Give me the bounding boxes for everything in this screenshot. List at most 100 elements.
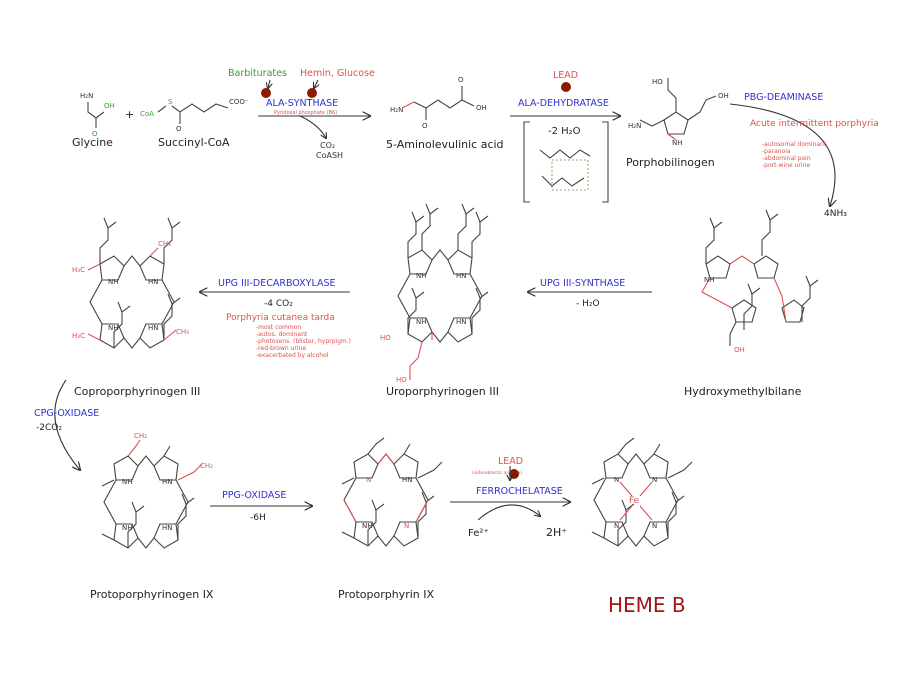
pbg-nh2: H₂N — [628, 122, 641, 130]
dehydration-box: -2 H₂O — [523, 121, 609, 203]
proto-gen-hn-2: HN — [162, 524, 173, 532]
cpg-oxidase-arrow — [54, 379, 80, 470]
coa-label: CoA — [140, 110, 154, 118]
hydroxymethylbilane-label: Hydroxymethylbilane — [684, 385, 802, 398]
water-byproduct: - H₂O — [576, 299, 600, 309]
uro-hn-1: HN — [456, 272, 467, 280]
succinyl-o: O — [176, 125, 182, 133]
ala-o2: O — [458, 76, 464, 84]
copro-nh-2: NH — [108, 324, 119, 332]
pct-point: -red-brown urine — [256, 345, 306, 352]
uro-nh-1: NH — [416, 272, 427, 280]
hmb-oh: OH — [734, 346, 745, 354]
co2-byproduct: CO₂ — [320, 141, 335, 150]
hydrogen-loss-label: -6H — [250, 513, 266, 523]
protons: 2H⁺ — [546, 526, 567, 539]
uro-ho-red: HO — [380, 334, 391, 342]
heme-b-structure: N N N N Fe — [591, 437, 693, 547]
glycine-o: O — [92, 130, 98, 138]
lead-label-2: LEAD — [498, 456, 523, 467]
pbg-deaminase-label: PBG-DEAMINASE — [744, 92, 823, 103]
heme-n-1: N — [614, 476, 619, 484]
aip-point: -port-wine urine — [762, 162, 810, 169]
pct-point: -most common — [256, 324, 301, 331]
copro-ch3-2: CH₃ — [176, 328, 189, 336]
glycine-oh: OH — [104, 102, 115, 110]
inhibitor-disc — [307, 88, 317, 98]
ammonia-byproduct: 4NH₃ — [824, 209, 847, 219]
copro-hn-1: HN — [148, 278, 159, 286]
proto-gen-nh-1: NH — [122, 478, 133, 486]
coash-byproduct: CoASH — [316, 151, 343, 160]
pbg-nh: NH — [672, 139, 683, 147]
glycine-label: Glycine — [72, 136, 113, 149]
proto-gen-hn-1: HN — [162, 478, 173, 486]
glycine-structure: H₂N OH O — [80, 92, 115, 138]
barbiturates-label: Barbiturates — [228, 68, 287, 79]
uroporphyrinogen-label: Uroporphyrinogen III — [386, 385, 499, 398]
iron-ion: Fe²⁺ — [468, 528, 489, 539]
pbg-oh: OH — [718, 92, 729, 100]
succinyl-coa-label: Succinyl-CoA — [158, 136, 230, 149]
pp-nh-2: NH — [362, 522, 373, 530]
protoporphyrin-label: Protoporphyrin IX — [338, 588, 434, 601]
aip-point: -paranoia — [762, 148, 791, 155]
aip-points: -autosomal dominant -paranoia -abdominal… — [762, 141, 827, 169]
uroporphyrinogen-structure: NH HN NH HN HO HO — [380, 203, 489, 384]
uro-nh-2: NH — [416, 318, 427, 326]
co2-loss-label-2: -2CO₂ — [36, 423, 62, 433]
uro-hn-2: HN — [456, 318, 467, 326]
coproporphyrinogen-label: Coproporphyrinogen III — [74, 385, 200, 398]
hemin-glucose-label: Hemin, Glucose — [300, 68, 375, 79]
ala-synthase-label: ALA-SYNTHASE — [266, 98, 338, 109]
pbg-deaminase-arrow — [729, 103, 835, 206]
copro-h3c-1: H₃C — [72, 266, 85, 274]
heme-b-title: HEME B — [608, 593, 686, 617]
proto-gen-ch2-2: CH₂ — [200, 462, 213, 470]
activator-disc — [261, 88, 271, 98]
ala-structure: H₂N O O OH — [390, 76, 487, 130]
pct-points: -most common -autos. dominant -photosens… — [256, 324, 351, 359]
succinyl-coo: COO⁻ — [229, 98, 249, 106]
pct-label: Porphyria cutanea tarda — [226, 313, 335, 323]
aip-label-line: Acute intermittent porphyria — [750, 119, 879, 129]
pct-point: -autos. dominant — [256, 331, 308, 338]
protoporphyrinogen-label: Protoporphyrinogen IX — [90, 588, 214, 601]
protoporphyrin-structure: N HN NH N — [341, 437, 443, 547]
pct-point: -photosens. (blister, hyprpigm.) — [256, 338, 351, 345]
ala-oh: OH — [476, 104, 487, 112]
lead-label-1: LEAD — [553, 70, 578, 81]
lead-disc-1 — [561, 82, 571, 92]
hydroxymethylbilane-structure: NH OH — [701, 209, 819, 354]
coproporphyrinogen-structure: CH₃ H₃C H₃C CH₃ NH HN NH HN — [72, 217, 189, 349]
copro-nh-1: NH — [108, 278, 119, 286]
heme-n-3: N — [614, 522, 619, 530]
protoporphyrinogen-structure: CH₂ CH₂ NH HN NH HN — [101, 432, 213, 549]
ala-o: O — [422, 122, 428, 130]
sideroblastic-note: (sideroblastic anemia) — [472, 470, 522, 476]
co2-loss-label: -4 CO₂ — [264, 299, 293, 309]
pct-point: -exacerbated by alcohol — [256, 352, 329, 359]
pbg-ho: HO — [652, 78, 663, 86]
cpg-oxidase-label: CPG-OXIDASE — [34, 408, 99, 419]
proto-gen-nh-2: NH — [122, 524, 133, 532]
heme-n-4: N — [652, 522, 657, 530]
heme-fe-atom: Fe — [629, 496, 640, 506]
aip-point: -abdominal pain — [762, 155, 811, 162]
pp-n-1: N — [366, 476, 371, 484]
ferrochelatase-label: FERROCHELATASE — [476, 486, 563, 497]
porphobilinogen-structure: H₂N NH HO OH — [628, 78, 729, 147]
ppg-oxidase-label: PPG-OXIDASE — [222, 490, 286, 501]
hmb-nh: NH — [704, 276, 715, 284]
water-loss-label: -2 H₂O — [548, 126, 581, 137]
pp-n-2: N — [404, 522, 409, 530]
porphobilinogen-label: Porphobilinogen — [626, 156, 715, 169]
ala-label: 5-Aminolevulinic acid — [386, 138, 504, 151]
ala-nh2: H₂N — [390, 106, 403, 114]
ala-dehydratase-label: ALA-DEHYDRATASE — [518, 98, 609, 109]
copro-hn-2: HN — [148, 324, 159, 332]
s-atom: S — [168, 98, 173, 106]
upg3-decarboxylase-label: UPG III-DECARBOXYLASE — [218, 278, 336, 289]
succinyl-coa-structure: CoA S O COO⁻ — [140, 98, 249, 133]
